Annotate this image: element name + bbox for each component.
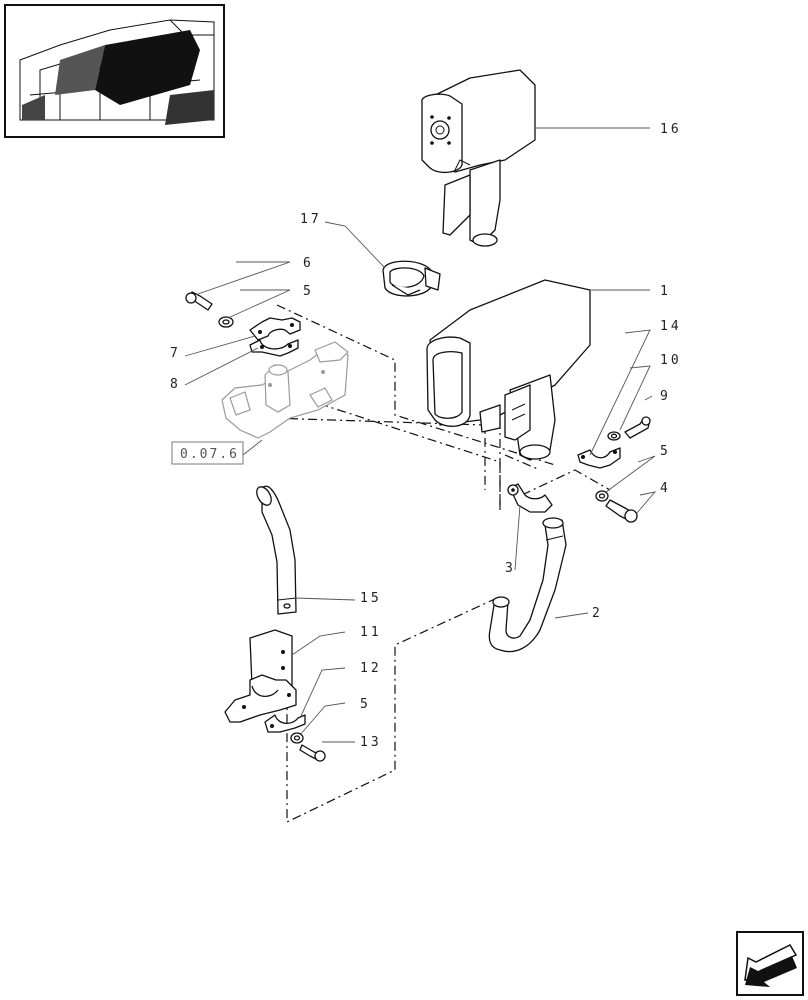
callout-5-upper: 5	[303, 284, 314, 299]
callout-4: 4	[660, 481, 671, 496]
callout-labels: 16 17 1 6 5 7 8 14 10 9 5 4 3 2 15 11 12…	[170, 122, 682, 750]
engine-thumbnail	[4, 4, 225, 138]
muffler-upper	[421, 69, 536, 247]
clamp-half-12	[264, 714, 306, 733]
washer-5-left	[218, 316, 234, 328]
exhaust-pipe-2	[488, 517, 567, 653]
callout-2: 2	[592, 606, 603, 621]
bolt-6	[185, 291, 213, 311]
reference-box-label: 0.07.6	[180, 447, 239, 462]
bolt-4	[605, 499, 638, 523]
callout-17: 17	[300, 212, 322, 227]
washer-5-lower	[290, 732, 304, 744]
callout-5-lower: 5	[360, 697, 371, 712]
callout-11: 11	[360, 625, 382, 640]
callout-16: 16	[660, 122, 682, 137]
bolt-9	[624, 416, 651, 439]
clamp-half-7	[249, 317, 301, 341]
callout-5-right: 5	[660, 444, 671, 459]
callout-12: 12	[360, 661, 382, 676]
washer-5-right	[595, 490, 609, 502]
reference-box[interactable]: 0.07.6	[171, 441, 244, 465]
clamp-half-14	[577, 447, 621, 469]
callout-7: 7	[170, 346, 181, 361]
callout-15: 15	[360, 591, 382, 606]
bolt-13	[299, 744, 326, 762]
callout-9: 9	[660, 389, 671, 404]
exhaust-stack-15	[256, 485, 297, 615]
leader-lines	[184, 127, 657, 743]
assembly-dash-lines	[269, 304, 611, 823]
callout-1: 1	[660, 284, 671, 299]
clamp-half-3	[507, 483, 553, 513]
callout-13: 13	[360, 735, 382, 750]
callout-8: 8	[170, 377, 181, 392]
bracket-11	[224, 629, 297, 723]
next-page-arrow-icon[interactable]	[736, 931, 804, 996]
callout-10: 10	[660, 353, 682, 368]
callout-14: 14	[660, 319, 682, 334]
callout-6: 6	[303, 256, 314, 271]
callout-3: 3	[505, 561, 516, 576]
muffler-main	[426, 279, 591, 461]
clamp-half-8	[249, 339, 299, 357]
washer-10	[607, 431, 621, 441]
clamp-17	[382, 260, 441, 297]
exhaust-manifold-reference	[221, 341, 349, 439]
